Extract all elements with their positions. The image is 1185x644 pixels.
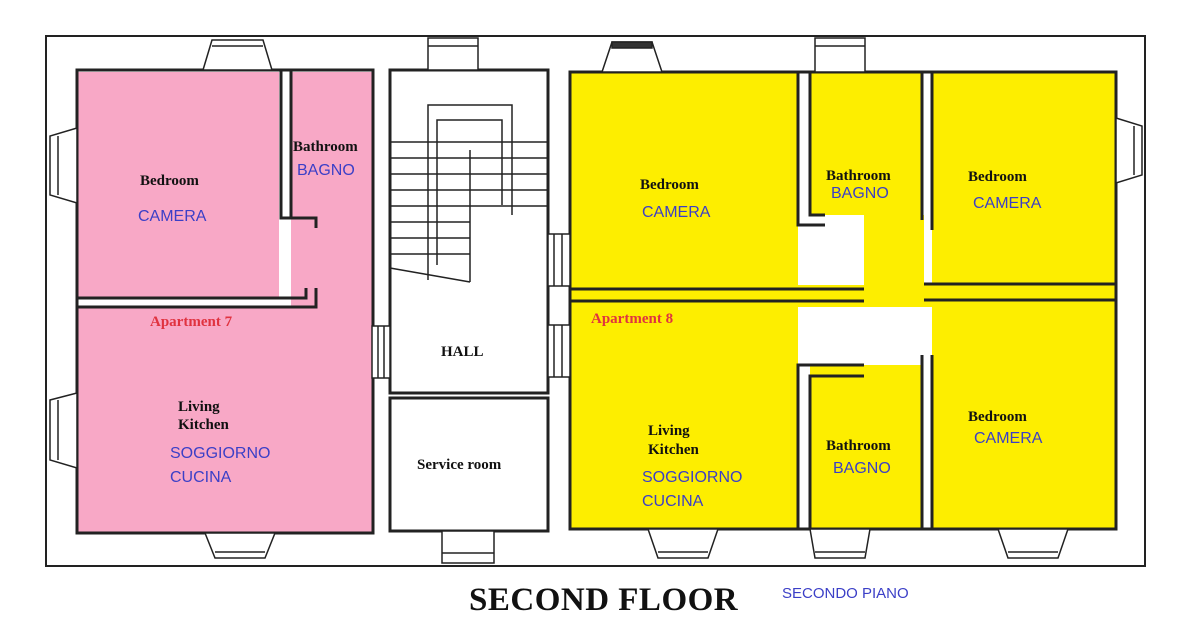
apt8-cucina-label: CUCINA [642,493,704,510]
apt8-bedroom2-label: Bedroom [968,169,1027,185]
hall-label: HALL [441,344,484,360]
door-openings [371,233,571,379]
apt8-bedroom1-label-it: CAMERA [642,204,711,221]
apt8-bedroom1-label: Bedroom [640,177,699,193]
apartment-7-label: Apartment 7 [150,314,233,330]
apartment-8-label: Apartment 8 [591,311,674,327]
apt8-bathroom1-label-it: BAGNO [831,185,889,202]
apt7-bedroom-label: Bedroom [140,173,199,189]
apt8-bedroom2-label-it: CAMERA [973,195,1042,212]
apt7-bathroom-label-it: BAGNO [297,162,355,179]
apt7-kitchen-label: Kitchen [178,417,229,433]
apt8-bedroom3-label: Bedroom [968,409,1027,425]
apt8-bathroom2-label-it: BAGNO [833,460,891,477]
service-room-label: Service room [417,457,502,473]
apt8-soggiorno-label: SOGGIORNO [642,469,743,486]
apt7-soggiorno-label: SOGGIORNO [170,445,271,462]
windows [49,37,1143,564]
apt8-kitchen-label: Kitchen [648,442,699,458]
apt7-cucina-label: CUCINA [170,469,232,486]
apt8-bathroom2-label: Bathroom [826,438,891,454]
floor-title: SECOND FLOOR [469,582,739,618]
staircase [389,104,548,283]
apt8-bedroom3-label-it: CAMERA [974,430,1043,447]
building-outline [45,35,1146,567]
apartment-7-area [77,72,372,532]
apt7-living-label: Living [178,399,220,415]
apt7-bathroom-label: Bathroom [293,139,358,155]
apt8-living-label: Living [648,423,690,439]
apartment-8-area [571,58,1115,528]
apt7-bedroom-label-it: CAMERA [138,208,207,225]
floor-subtitle: SECONDO PIANO [782,585,909,602]
apt8-bathroom1-label: Bathroom [826,168,891,184]
